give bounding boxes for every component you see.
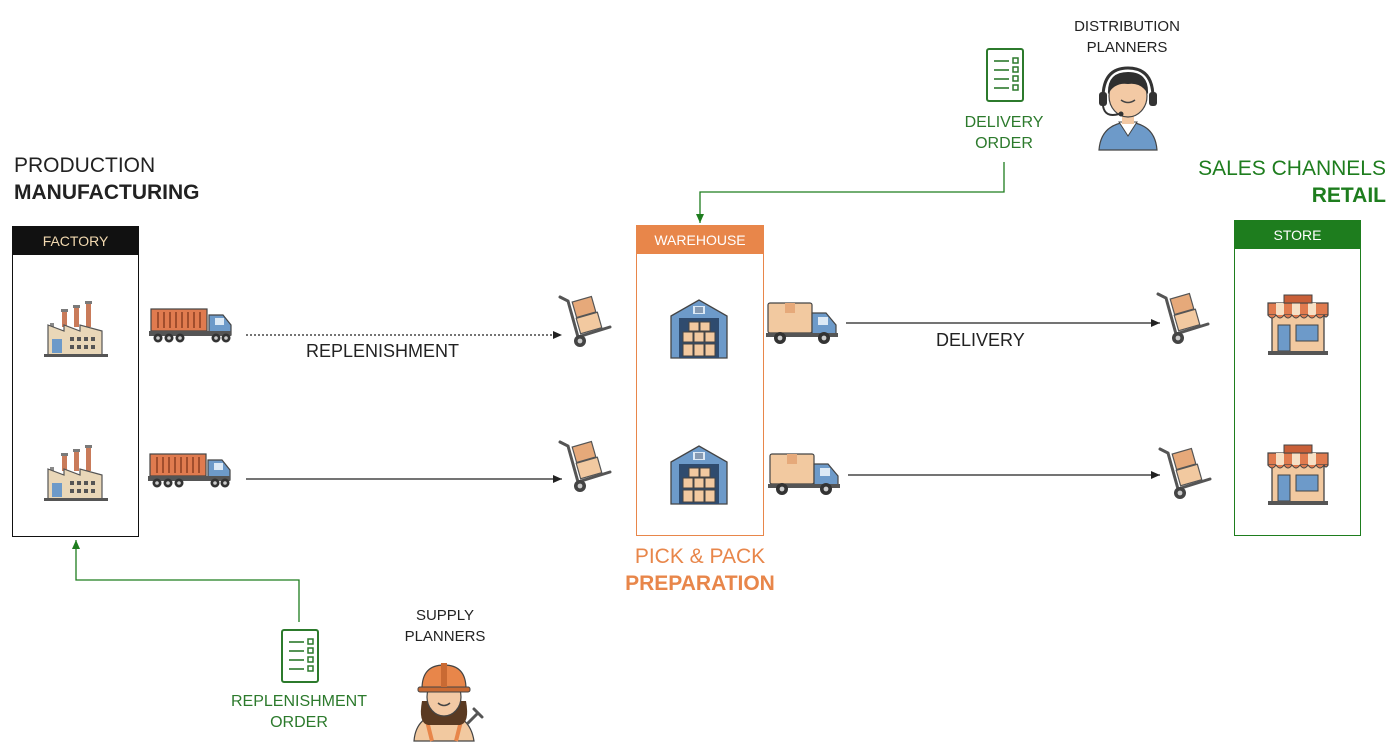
- production-title-line2: MANUFACTURING: [14, 181, 200, 204]
- pickpack-title-line1: PICK & PACK: [634, 545, 766, 568]
- sales-title-line1: SALES CHANNELS: [1198, 157, 1386, 180]
- factory-column: FACTORY: [12, 226, 139, 537]
- warehouse-header: WAREHOUSE: [637, 226, 763, 254]
- delivery-order-line2: ORDER: [975, 135, 1033, 152]
- supply-planners-label: SUPPLY PLANNERS: [385, 605, 505, 647]
- pickpack-title-line2: PREPARATION: [625, 572, 775, 595]
- distribution-planners-label: DISTRIBUTION PLANNERS: [1052, 16, 1202, 58]
- delivery-label: DELIVERY: [936, 330, 1025, 350]
- replenishment-order-line1: REPLENISHMENT: [230, 693, 368, 710]
- sales-title-line2: RETAIL: [1311, 184, 1386, 207]
- delivery-order-document-icon: [985, 47, 1025, 103]
- delivery-order-label: DELIVERY ORDER: [944, 112, 1064, 154]
- production-title: PRODUCTION MANUFACTURING: [14, 152, 199, 206]
- worker-planner-avatar-icon: [413, 663, 484, 742]
- factory-header: FACTORY: [13, 227, 138, 255]
- delivery-order-connector: [696, 162, 1005, 223]
- supply-planners-line2: PLANNERS: [404, 628, 486, 645]
- production-title-line1: PRODUCTION: [14, 154, 156, 177]
- warehouse-column: WAREHOUSE: [636, 225, 764, 536]
- distribution-planners-line2: PLANNERS: [1086, 39, 1168, 56]
- pickpack-title: PICK & PACK PREPARATION: [600, 543, 800, 597]
- store-column: STORE: [1234, 220, 1361, 536]
- headset-planner-avatar-icon: [1098, 66, 1158, 151]
- replenishment-label: REPLENISHMENT: [306, 341, 460, 361]
- sales-title: SALES CHANNELS RETAIL: [1198, 155, 1386, 209]
- replenishment-order-document-icon: [280, 628, 320, 684]
- replenishment-order-line2: ORDER: [270, 714, 328, 731]
- distribution-planners-line1: DISTRIBUTION: [1074, 18, 1180, 35]
- replenishment-order-connector: [72, 540, 300, 622]
- supply-planners-line1: SUPPLY: [415, 607, 475, 624]
- store-header: STORE: [1235, 221, 1360, 249]
- replenishment-order-label: REPLENISHMENT ORDER: [219, 691, 379, 733]
- delivery-order-line1: DELIVERY: [964, 114, 1044, 131]
